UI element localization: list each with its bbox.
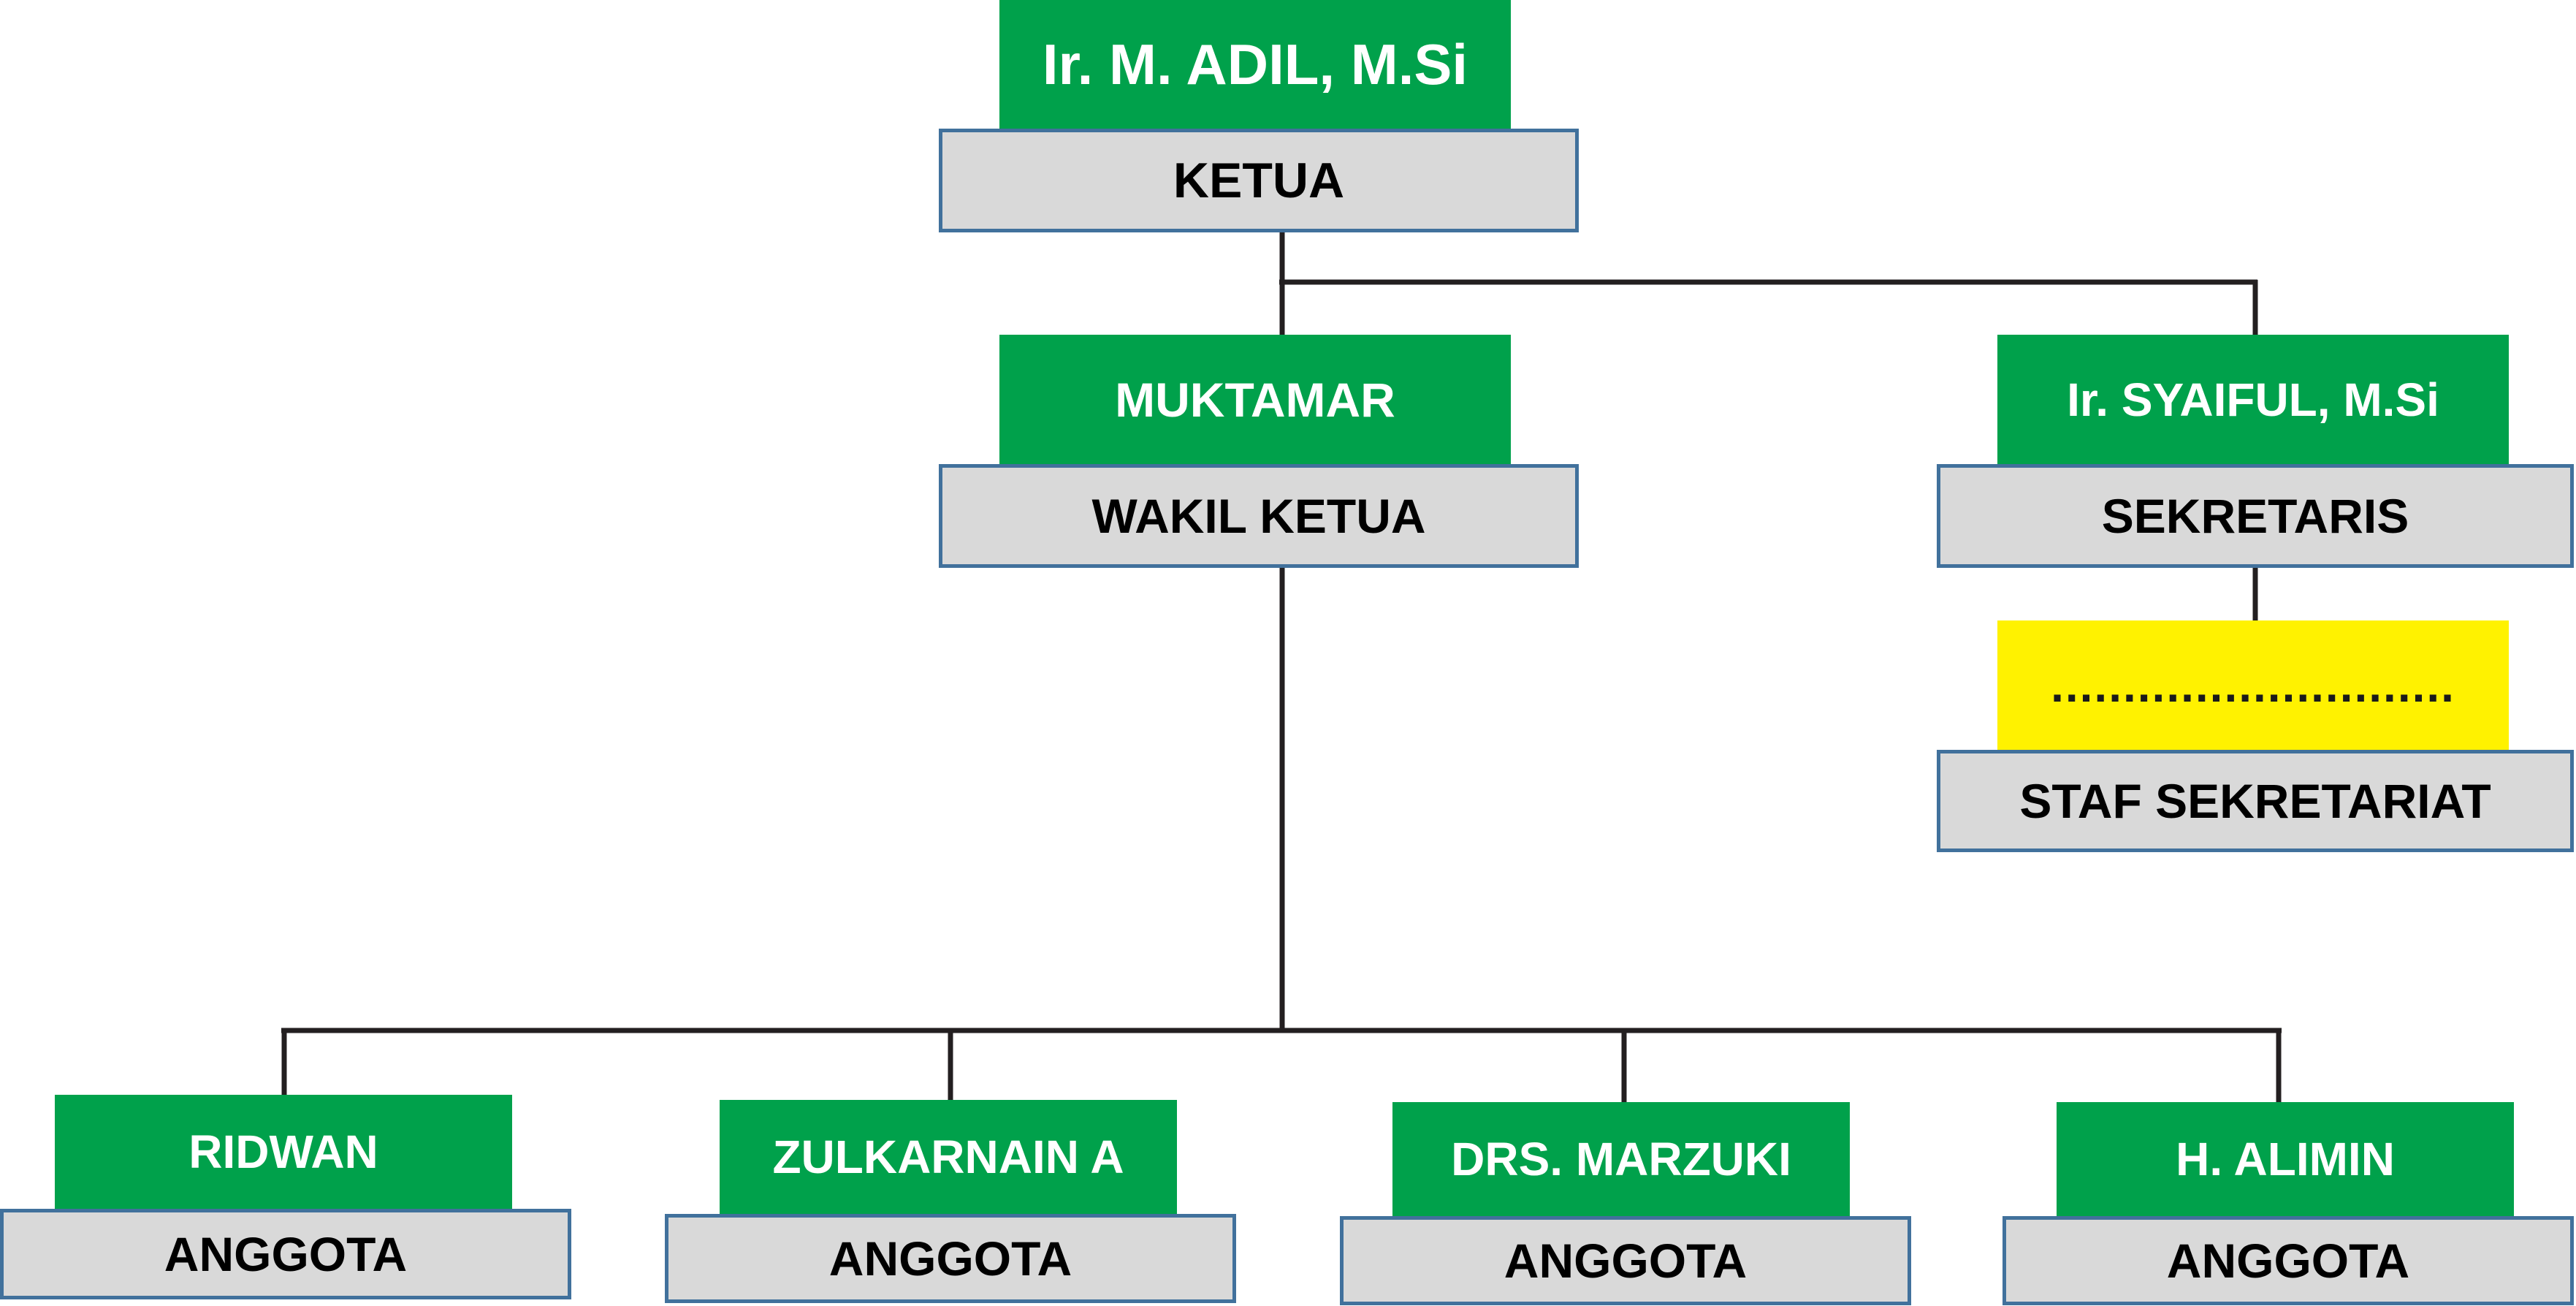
anggota-3-name-box: DRS. MARZUKI [1392, 1102, 1850, 1216]
anggota-4-role-box: ANGGOTA [2003, 1216, 2574, 1305]
anggota-1-name-box: RIDWAN [55, 1095, 512, 1209]
ketua-name-box: Ir. M. ADIL, M.Si [999, 0, 1511, 129]
anggota-3-role-box: ANGGOTA [1340, 1216, 1911, 1305]
staf-role-box: STAF SEKRETARIAT [1937, 750, 2574, 852]
anggota-2-name-box: ZULKARNAIN A [720, 1100, 1177, 1214]
wakil-name-box: MUKTAMAR [999, 335, 1511, 464]
anggota-2-role-box: ANGGOTA [665, 1214, 1236, 1303]
staf-name-placeholder-box: ............................ [1997, 620, 2509, 750]
anggota-4-name-box: H. ALIMIN [2057, 1102, 2514, 1216]
wakil-role-box: WAKIL KETUA [939, 464, 1579, 568]
ketua-role-box: KETUA [939, 129, 1579, 232]
anggota-1-role-box: ANGGOTA [0, 1209, 571, 1299]
sekretaris-name-box: Ir. SYAIFUL, M.Si [1997, 335, 2509, 464]
sekretaris-role-box: SEKRETARIS [1937, 464, 2574, 568]
